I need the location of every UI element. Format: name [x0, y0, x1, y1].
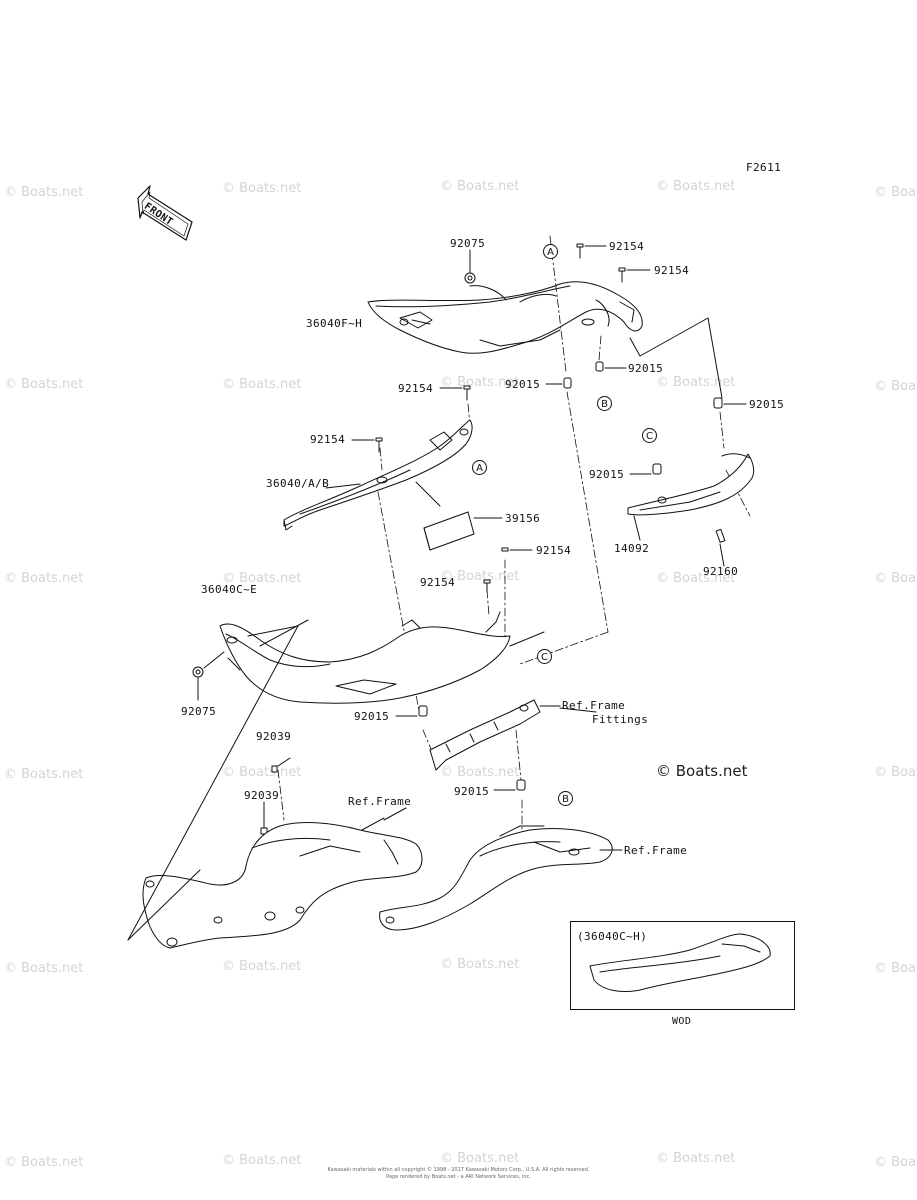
bolt-92154-icon	[618, 267, 651, 283]
bolt-92154-icon	[439, 385, 471, 401]
watermark: © Boats.net	[874, 185, 917, 200]
nut-92075-top-icon	[464, 249, 476, 284]
watermark: © Boats.net	[4, 571, 84, 586]
pad-39156-shape	[423, 511, 503, 551]
ref-circle-b: B	[558, 791, 573, 806]
collar-92015-icon	[595, 361, 627, 372]
ref-label: Ref.Frame	[562, 699, 626, 712]
part-label: 39156	[505, 512, 541, 525]
collar-92015-icon	[629, 463, 662, 475]
copyright-line-1: Kawasaki materials within all copyright …	[327, 1167, 590, 1173]
watermark: © Boats.net	[874, 379, 917, 394]
collar-92015-icon	[493, 779, 526, 791]
watermark: © Boats.net	[4, 185, 84, 200]
part-label: 92154	[654, 264, 690, 277]
watermark: © Boats.net	[222, 571, 302, 586]
watermark: © Boats.net	[440, 179, 520, 194]
watermark: © Boats.net	[874, 961, 917, 976]
bracket-14092-shape	[627, 453, 755, 541]
watermark: © Boats.net	[656, 571, 736, 586]
ref-label: Ref.Frame	[348, 795, 412, 808]
bolt-92154-icon	[483, 579, 491, 593]
inset-cover-shape	[589, 933, 771, 993]
watermark: © Boats.net	[4, 767, 84, 782]
watermark: © Boats.net	[4, 377, 84, 392]
nut-92075-left-icon	[192, 651, 225, 701]
bolt-92154-icon	[351, 437, 383, 453]
copyright-line-2: Page rendered by Boats.net - a ARI Netwo…	[386, 1174, 531, 1180]
watermark: © Boats.net	[222, 181, 302, 196]
watermark: © Boats.net	[4, 961, 84, 976]
part-label: 92154	[609, 240, 645, 253]
part-label: 36040C~E	[201, 583, 258, 596]
watermark: © Boats.net	[222, 765, 302, 780]
collar-92015-icon	[713, 397, 747, 409]
ref-circle-a: A	[472, 460, 487, 475]
watermark: © Boats.net	[4, 1155, 84, 1170]
inset-caption: WOD	[672, 1016, 692, 1027]
bolt-92154-icon	[576, 243, 607, 259]
part-label: 92015	[749, 398, 785, 411]
ref-circle-a: A	[543, 244, 558, 259]
collar-92015-icon	[545, 377, 572, 389]
ref-label: Fittings	[592, 713, 649, 726]
ref-label: Ref.Frame	[624, 844, 688, 857]
frame-left-shape	[142, 817, 423, 949]
watermark: © Boats.net	[222, 377, 302, 392]
watermark: © Boats.net	[222, 1153, 302, 1168]
watermark: © Boats.net	[874, 571, 917, 586]
part-label: 92075	[181, 705, 217, 718]
watermark: © Boats.net	[656, 375, 736, 390]
part-label: 92075	[450, 237, 486, 250]
part-label: 92039	[244, 789, 280, 802]
variant-inset-box: (36040C~H)	[570, 921, 795, 1010]
watermark: © Boats.net	[874, 1155, 917, 1170]
ref-circle-b: B	[597, 396, 612, 411]
watermark: © Boats.net	[656, 179, 736, 194]
part-label: 36040/A/B	[266, 477, 330, 490]
part-label: 92154	[536, 544, 572, 557]
part-label: 92154	[420, 576, 456, 589]
part-label: 92015	[589, 468, 625, 481]
pin-92160-icon	[715, 528, 726, 567]
frame-right-shape	[379, 825, 623, 931]
watermark: © Boats.net	[440, 375, 520, 390]
bolt-92039-icon	[260, 801, 268, 835]
ref-circle-c: C	[642, 428, 657, 443]
part-label: 92039	[256, 730, 292, 743]
side-cover-36040C-E-shape	[219, 611, 511, 704]
bracket-36040-A-B-shape	[283, 419, 473, 531]
part-label: 14092	[614, 542, 650, 555]
part-label: 92015	[505, 378, 541, 391]
ref-circle-c: C	[537, 649, 552, 664]
bolt-92154-icon	[501, 547, 533, 552]
watermark: © Boats.net	[440, 569, 520, 584]
part-label: 36040F~H	[306, 317, 363, 330]
part-label: 92160	[703, 565, 739, 578]
triangle-leader-lines	[127, 625, 299, 941]
watermark: © Boats.net	[440, 957, 520, 972]
watermark: © Boats.net	[222, 959, 302, 974]
cover-36040F-H-shape	[367, 281, 643, 354]
part-label: 92154	[310, 433, 346, 446]
part-label: 92015	[454, 785, 490, 798]
frame-fittings-shape	[429, 699, 561, 771]
watermark: © Boats.net	[656, 1151, 736, 1166]
part-label: 92015	[354, 710, 390, 723]
watermark: © Boats.net	[874, 765, 917, 780]
bolt-92039-icon	[271, 757, 291, 773]
front-arrow-icon	[137, 185, 193, 241]
part-label: 92154	[398, 382, 434, 395]
leader-lines-misc	[383, 707, 597, 821]
inset-title: (36040C~H)	[577, 930, 648, 943]
watermark: © Boats.net	[440, 765, 520, 780]
watermark-main: © Boats.net	[656, 762, 748, 780]
collar-92015-icon	[395, 705, 428, 717]
figure-code: F2611	[746, 161, 782, 174]
connector-lines	[415, 317, 723, 647]
part-label: 92015	[628, 362, 664, 375]
watermark: © Boats.net	[440, 1151, 520, 1166]
